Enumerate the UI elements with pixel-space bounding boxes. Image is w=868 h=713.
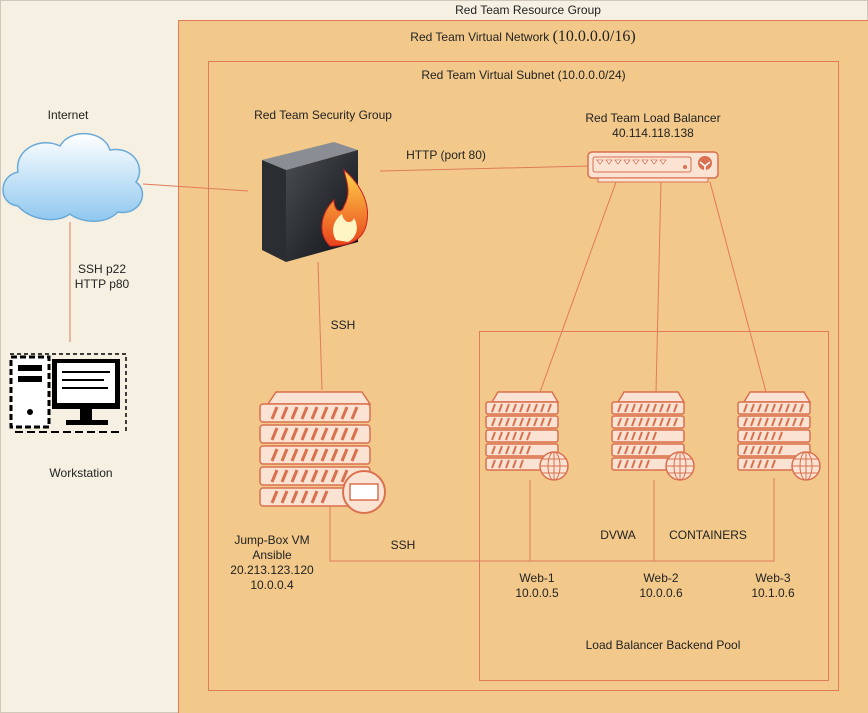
- jumpbox-name: Jump-Box VM: [234, 533, 310, 547]
- lb-to-web2-link: [655, 181, 662, 393]
- web1-server-icon: [485, 391, 569, 481]
- ssh-port-label: SSH p22: [77, 262, 127, 276]
- jumpbox-role: Ansible: [252, 548, 292, 562]
- vnet-name: Red Team Virtual Network: [410, 30, 550, 44]
- subnet-zone: [208, 61, 839, 691]
- backend-pool-label: Load Balancer Backend Pool: [585, 638, 741, 652]
- firewall-icon: [262, 142, 368, 262]
- web2-server-icon: [611, 391, 695, 481]
- web2-label: Web-2 10.0.0.6: [621, 571, 701, 601]
- vnet-label: Red Team Virtual Network (10.0.0.0/16): [178, 29, 868, 45]
- web3-globe-icon: [791, 451, 821, 481]
- nsg-to-jumpbox-ssh-link: [317, 261, 323, 391]
- web1-label: Web-1 10.0.0.5: [497, 571, 577, 601]
- dvwa-label: DVWA: [600, 528, 636, 542]
- vnet-zone: [178, 20, 868, 713]
- web3-server-icon: [737, 391, 821, 481]
- jumpbox-private-ip: 10.0.0.4: [250, 578, 294, 592]
- web3-name: Web-3: [755, 571, 791, 585]
- vnet-cidr: (10.0.0.0/16): [552, 28, 636, 45]
- load-balancer-label: Red Team Load Balancer 40.114.118.138: [563, 111, 743, 141]
- lb-to-web1-link: [539, 181, 617, 393]
- internet-cloud-icon: [2, 132, 144, 222]
- load-balancer-icon: [587, 151, 719, 183]
- load-balancer-ip: 40.114.118.138: [612, 126, 694, 140]
- ssh-link-label-bottom: SSH: [390, 538, 416, 552]
- jumpbox-public-ip: 20.213.123.120: [230, 563, 314, 577]
- http-port-label: HTTP p80: [74, 277, 130, 291]
- security-group-label: Red Team Security Group: [254, 108, 392, 122]
- web2-globe-icon: [665, 451, 695, 481]
- resource-group-label: Red Team Resource Group: [455, 3, 601, 17]
- workstation-label: Workstation: [49, 466, 113, 480]
- web1-globe-icon: [539, 451, 569, 481]
- internet-link-label: SSH p22 HTTP p80: [52, 262, 152, 292]
- http-link-label: HTTP (port 80): [406, 148, 486, 162]
- internet-to-nsg-link: [142, 183, 249, 192]
- jumpbox-server-icon: [259, 391, 386, 514]
- jumpbox-to-web-ssh-link: [329, 478, 775, 562]
- load-balancer-name: Red Team Load Balancer: [585, 111, 721, 125]
- web2-name: Web-2: [643, 571, 679, 585]
- backend-pool-zone: [479, 331, 829, 681]
- jumpbox-label: Jump-Box VM Ansible 20.213.123.120 10.0.…: [212, 533, 332, 593]
- web1-ip: 10.0.0.5: [515, 586, 559, 600]
- containers-label: CONTAINERS: [669, 528, 747, 542]
- web1-name: Web-1: [519, 571, 555, 585]
- web3-ip: 10.1.0.6: [751, 586, 795, 600]
- web2-ip: 10.0.0.6: [639, 586, 683, 600]
- web3-label: Web-3 10.1.0.6: [733, 571, 813, 601]
- internet-label: Internet: [47, 108, 89, 122]
- nsg-to-lb-http-link: [379, 165, 591, 172]
- workstation-icon: [9, 353, 127, 433]
- subnet-label: Red Team Virtual Subnet (10.0.0.0/24): [421, 68, 626, 82]
- ssh-link-label-top: SSH: [330, 318, 356, 332]
- lb-to-web3-link: [709, 181, 767, 393]
